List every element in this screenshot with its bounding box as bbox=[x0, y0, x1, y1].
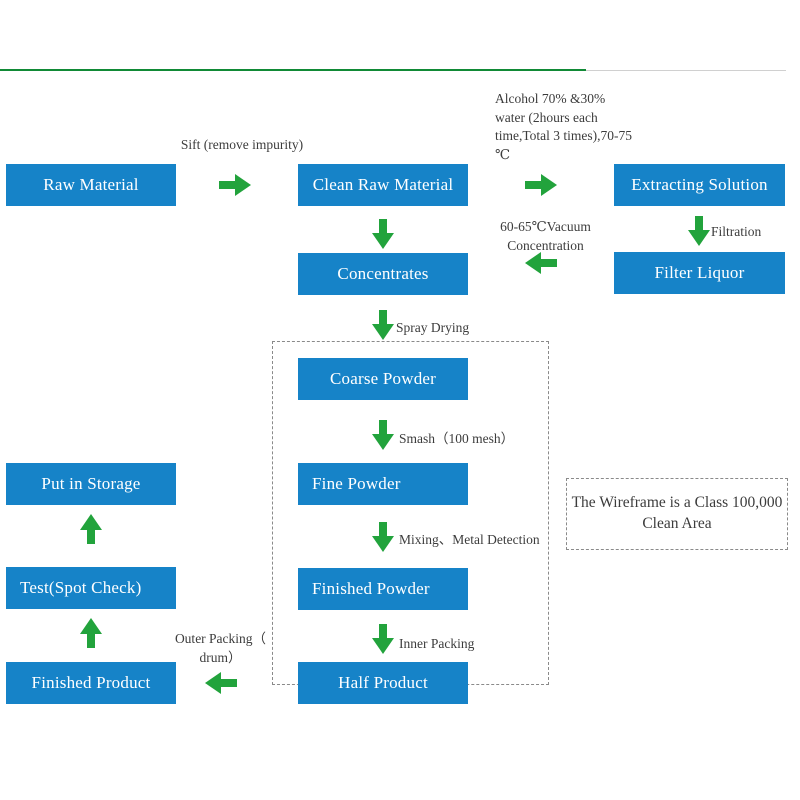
label-sift: Sift (remove impurity) bbox=[180, 137, 304, 152]
arrow-clean-to-concentrates bbox=[372, 219, 394, 249]
arrow-fine-to-finished-powder bbox=[372, 522, 394, 552]
arrow-head bbox=[688, 230, 710, 246]
box-fine-powder-label: Fine Powder bbox=[312, 473, 401, 493]
label-outer-packing: Outer Packing（ drum） bbox=[174, 631, 267, 665]
box-coarse-powder[interactable]: Coarse Powder bbox=[298, 358, 468, 400]
arrow-shaft bbox=[379, 420, 387, 436]
arrow-shaft bbox=[87, 632, 95, 648]
box-finished-product-label: Finished Product bbox=[31, 672, 151, 692]
arrow-coarse-to-fine bbox=[372, 420, 394, 450]
box-half-product-label: Half Product bbox=[338, 672, 428, 692]
box-clean-raw-material[interactable]: Clean Raw Material bbox=[298, 164, 468, 206]
label-smash: Smash（100 mesh） bbox=[399, 431, 515, 446]
box-coarse-powder-label: Coarse Powder bbox=[330, 368, 436, 388]
arrow-shaft bbox=[219, 181, 237, 189]
arrow-shaft bbox=[379, 522, 387, 538]
arrow-head bbox=[372, 434, 394, 450]
box-test-spot-check-label: Test(Spot Check) bbox=[20, 577, 142, 597]
box-raw-material[interactable]: Raw Material bbox=[6, 164, 176, 206]
box-put-in-storage[interactable]: Put in Storage bbox=[6, 463, 176, 505]
box-raw-material-label: Raw Material bbox=[43, 174, 139, 194]
wireframe-legend-text: The Wireframe is a Class 100,000 Clean A… bbox=[571, 494, 783, 532]
label-vacuum-concentration: 60-65℃Vacuum Concentration bbox=[500, 219, 591, 253]
arrow-head bbox=[80, 618, 102, 634]
arrow-shaft bbox=[695, 216, 703, 232]
arrow-head bbox=[525, 252, 541, 274]
box-filter-liquor[interactable]: Filter Liquor bbox=[614, 252, 785, 294]
arrow-shaft bbox=[525, 181, 543, 189]
arrow-shaft bbox=[539, 259, 557, 267]
label-filtration: Filtration bbox=[711, 224, 762, 239]
arrow-head bbox=[372, 233, 394, 249]
arrow-shaft bbox=[379, 624, 387, 640]
box-clean-raw-material-label: Clean Raw Material bbox=[312, 174, 454, 194]
box-fine-powder[interactable]: Fine Powder bbox=[298, 463, 468, 505]
arrow-filter-to-concentrates bbox=[525, 252, 557, 274]
box-concentrates-label: Concentrates bbox=[337, 263, 429, 283]
box-finished-product[interactable]: Finished Product bbox=[6, 662, 176, 704]
arrow-shaft bbox=[379, 219, 387, 235]
box-put-in-storage-label: Put in Storage bbox=[41, 473, 141, 493]
arrow-head bbox=[372, 638, 394, 654]
label-mixing-metal-detection: Mixing、Metal Detection bbox=[399, 532, 540, 547]
arrow-shaft bbox=[87, 528, 95, 544]
arrow-head bbox=[80, 514, 102, 530]
box-half-product[interactable]: Half Product bbox=[298, 662, 468, 704]
arrow-clean-to-extracting bbox=[525, 174, 557, 196]
box-finished-powder-label: Finished Powder bbox=[312, 578, 430, 598]
arrow-finished-product-to-test bbox=[80, 618, 102, 648]
box-filter-liquor-label: Filter Liquor bbox=[654, 262, 745, 282]
arrow-shaft bbox=[379, 310, 387, 326]
arrow-raw-to-clean bbox=[219, 174, 251, 196]
label-spray-drying: Spray Drying bbox=[396, 320, 470, 335]
label-alcohol-extraction: Alcohol 70% &30% water (2hours each time… bbox=[495, 91, 633, 162]
arrow-head bbox=[205, 672, 221, 694]
arrow-shaft bbox=[219, 679, 237, 687]
header-gray-rule bbox=[586, 70, 786, 71]
arrow-concentrates-to-coarse bbox=[372, 310, 394, 340]
arrow-finished-powder-to-half-product bbox=[372, 624, 394, 654]
box-extracting-solution[interactable]: Extracting Solution bbox=[614, 164, 785, 206]
arrow-head bbox=[541, 174, 557, 196]
arrow-extracting-to-filter bbox=[688, 216, 710, 246]
box-finished-powder[interactable]: Finished Powder bbox=[298, 568, 468, 610]
arrow-test-to-storage bbox=[80, 514, 102, 544]
box-concentrates[interactable]: Concentrates bbox=[298, 253, 468, 295]
arrow-head bbox=[372, 536, 394, 552]
box-test-spot-check[interactable]: Test(Spot Check) bbox=[6, 567, 176, 609]
arrow-half-product-to-finished-product bbox=[205, 672, 237, 694]
header-green-rule bbox=[0, 69, 586, 71]
box-extracting-solution-label: Extracting Solution bbox=[631, 174, 768, 194]
wireframe-legend: The Wireframe is a Class 100,000 Clean A… bbox=[566, 478, 788, 550]
label-inner-packing: Inner Packing bbox=[399, 636, 475, 651]
arrow-head bbox=[235, 174, 251, 196]
arrow-head bbox=[372, 324, 394, 340]
